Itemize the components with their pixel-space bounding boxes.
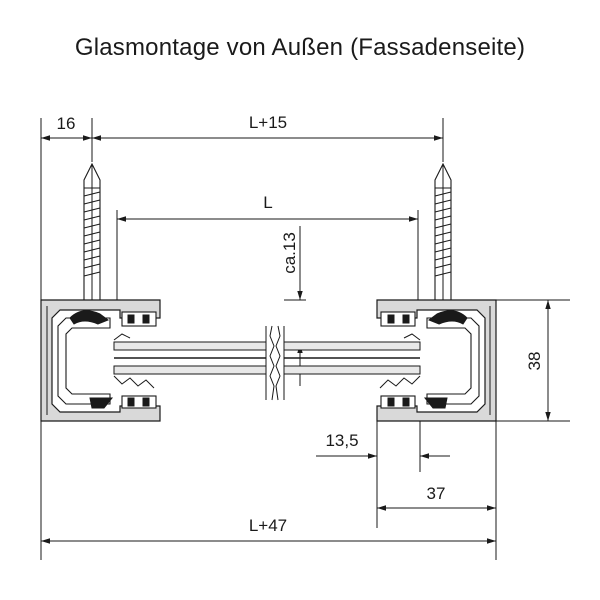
gasket-left [113, 333, 155, 389]
dimension-l-plus-47: L+47 [40, 421, 496, 560]
dimension-38: 38 [496, 299, 570, 422]
dimension-l-plus-47-label: L+47 [249, 516, 287, 535]
glass-pane [113, 325, 421, 401]
dimension-38-label: 38 [525, 352, 544, 371]
dimension-l-label: L [263, 193, 272, 212]
dimension-13-5-label: 13,5 [325, 431, 358, 450]
dimension-l: L [116, 193, 419, 300]
dimension-ca13-label: ca.13 [280, 232, 299, 274]
profile-right [376, 299, 497, 422]
screw-right [434, 162, 452, 301]
dimension-l-plus-15-label: L+15 [249, 113, 287, 132]
gasket-right [379, 333, 421, 389]
dimension-l-plus-15: L+15 [92, 113, 444, 162]
dimension-13-5: 13,5 [316, 421, 450, 528]
dimension-16-label: 16 [57, 114, 76, 133]
drawing-title: Glasmontage von Außen (Fassadenseite) [74, 34, 526, 61]
dimension-37-label: 37 [427, 484, 446, 503]
screw-left [83, 162, 101, 301]
dimension-37: 37 [377, 421, 497, 560]
profile-left [40, 299, 161, 422]
